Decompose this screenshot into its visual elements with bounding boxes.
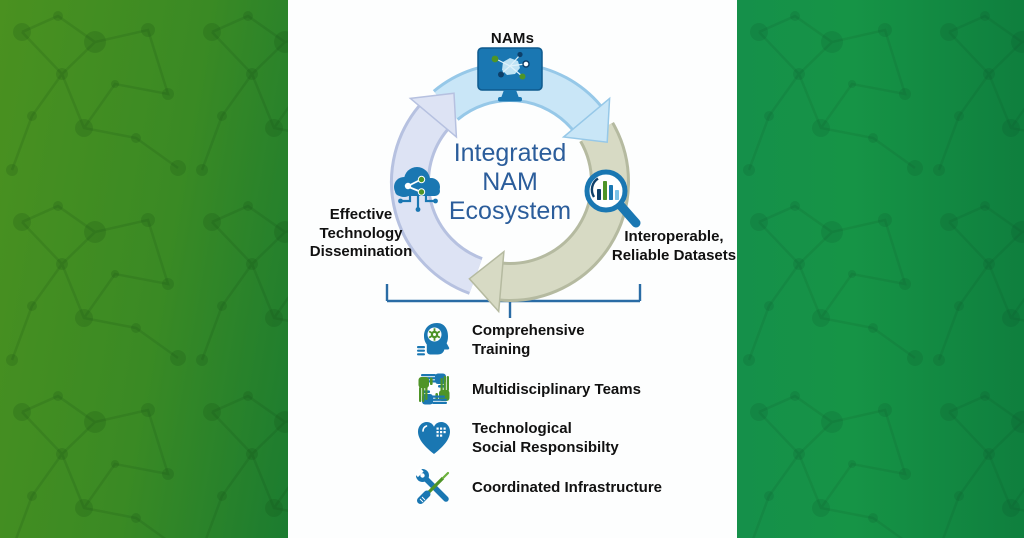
list-item-multidisciplinary-teams: Multidisciplinary Teams: [414, 369, 734, 409]
nams-label: NAMs: [490, 30, 535, 47]
list-item-label: Comprehensive Training: [472, 322, 585, 358]
arrowhead-topleft-icon: [408, 92, 458, 139]
left-node-label: Effective Technology Dissemination: [288, 206, 434, 262]
cloud-network-icon: [394, 167, 440, 212]
cycle-center-title: Integrated NAM Ecosystem: [400, 139, 620, 226]
foundation-list: Comprehensive Training: [414, 320, 734, 507]
title-line-1: Integrated: [453, 139, 567, 167]
computer-monitor-molecule-icon: [477, 47, 543, 102]
right-label-line-1: Interoperable,: [624, 228, 724, 245]
diagram-panel: NAMs: [288, 0, 737, 538]
left-label-line-1: Effective: [329, 206, 393, 223]
left-green-panel: [0, 0, 288, 538]
heart-tech-icon: [418, 422, 450, 454]
head-gear-icon: [417, 323, 450, 356]
arrowhead-bottom-icon: [468, 250, 505, 314]
cycle-ring: [389, 62, 630, 314]
left-label-line-3: Dissemination: [309, 243, 413, 260]
list-item-coordinated-infrastructure: Coordinated Infrastructure: [414, 467, 734, 507]
right-green-panel: [737, 0, 1024, 538]
list-item-comprehensive-training: Comprehensive Training: [414, 320, 734, 360]
list-item-social-responsibility: Technological Social Responsibilty: [414, 418, 734, 458]
title-line-2: NAM: [482, 168, 538, 196]
left-label-line-2: Technology: [319, 224, 403, 242]
molecule-pattern-left-icon: [0, 0, 288, 538]
right-label-line-2: Reliable Datasets: [611, 246, 737, 264]
right-node-label: Interoperable, Reliable Datasets: [594, 228, 754, 265]
title-line-3: Ecosystem: [448, 197, 572, 225]
magnifier-bar-chart-icon: [584, 169, 641, 228]
list-item-label: Coordinated Infrastructure: [472, 478, 663, 496]
list-item-label: Multidisciplinary Teams: [472, 380, 641, 398]
list-item-label: Technological Social Responsibilty: [472, 420, 619, 456]
molecule-pattern-right-icon: [737, 0, 1024, 538]
teamwork-hands-icon: [418, 373, 450, 405]
arrowhead-right-icon: [561, 96, 611, 144]
tools-icon: [414, 467, 450, 504]
